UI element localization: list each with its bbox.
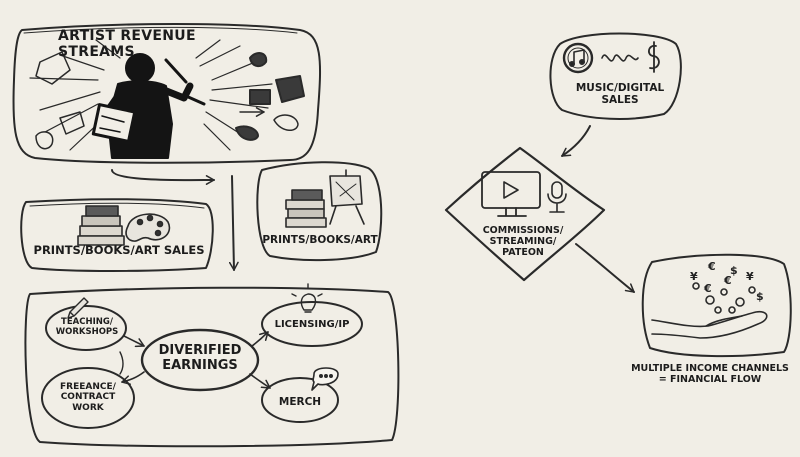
earnings-panel-border bbox=[24, 286, 400, 448]
freelance-label: FREEANCE/ CONTRACT WORK bbox=[60, 382, 116, 413]
books-easel-icon bbox=[285, 169, 365, 228]
commissions-label: COMMISSIONS/ STREAMING/ PATEON bbox=[482, 225, 564, 258]
svg-text:$: $ bbox=[756, 290, 764, 303]
svg-text:$: $ bbox=[730, 264, 738, 277]
paper-scrap bbox=[35, 51, 71, 85]
svg-text:¥: ¥ bbox=[690, 270, 698, 283]
prints-art-label: PRINTS/BOOKS/ART bbox=[262, 234, 378, 246]
svg-text:€: € bbox=[723, 274, 732, 287]
diagram-title: ARTIST REVENUE STREAMS bbox=[58, 28, 196, 61]
hand-money-icon bbox=[651, 282, 768, 339]
artist-panel-border bbox=[12, 23, 322, 164]
prints-sales-border bbox=[20, 198, 214, 272]
play-monitor-icon bbox=[481, 171, 541, 217]
svg-text:€: € bbox=[707, 260, 716, 273]
result-label: MULTIPLE INCOME CHANNELS = FINANCIAL FLO… bbox=[631, 363, 789, 385]
center-label: DIVERIFIED EARNINGS bbox=[158, 343, 242, 373]
merch-label: MERCH bbox=[278, 396, 322, 408]
svg-text:€: € bbox=[703, 282, 712, 295]
prints-sales-label: PRINTS/BOOKS/ART SALES bbox=[33, 243, 205, 257]
burst-lines bbox=[29, 39, 273, 151]
speech-bubble-icon bbox=[311, 367, 339, 391]
svg-text:¥: ¥ bbox=[746, 270, 754, 283]
music-note-icon bbox=[562, 42, 594, 74]
books-palette-icon bbox=[77, 205, 171, 246]
pencil-icon bbox=[67, 297, 89, 319]
result-panel-border bbox=[641, 253, 792, 358]
commissions-diamond-border bbox=[444, 146, 606, 282]
artist-silhouette-icon bbox=[91, 53, 206, 159]
licensing-label: LICENSING/IP bbox=[274, 319, 350, 330]
teaching-label: TEACHING/ WORKSHOPS bbox=[55, 317, 119, 337]
lightbulb-icon bbox=[291, 283, 323, 313]
music-label: MUSIC/DIGITAL SALES bbox=[575, 82, 665, 107]
prints-art-border bbox=[256, 161, 383, 262]
music-node-border bbox=[549, 32, 682, 120]
microphone-icon bbox=[547, 181, 567, 213]
